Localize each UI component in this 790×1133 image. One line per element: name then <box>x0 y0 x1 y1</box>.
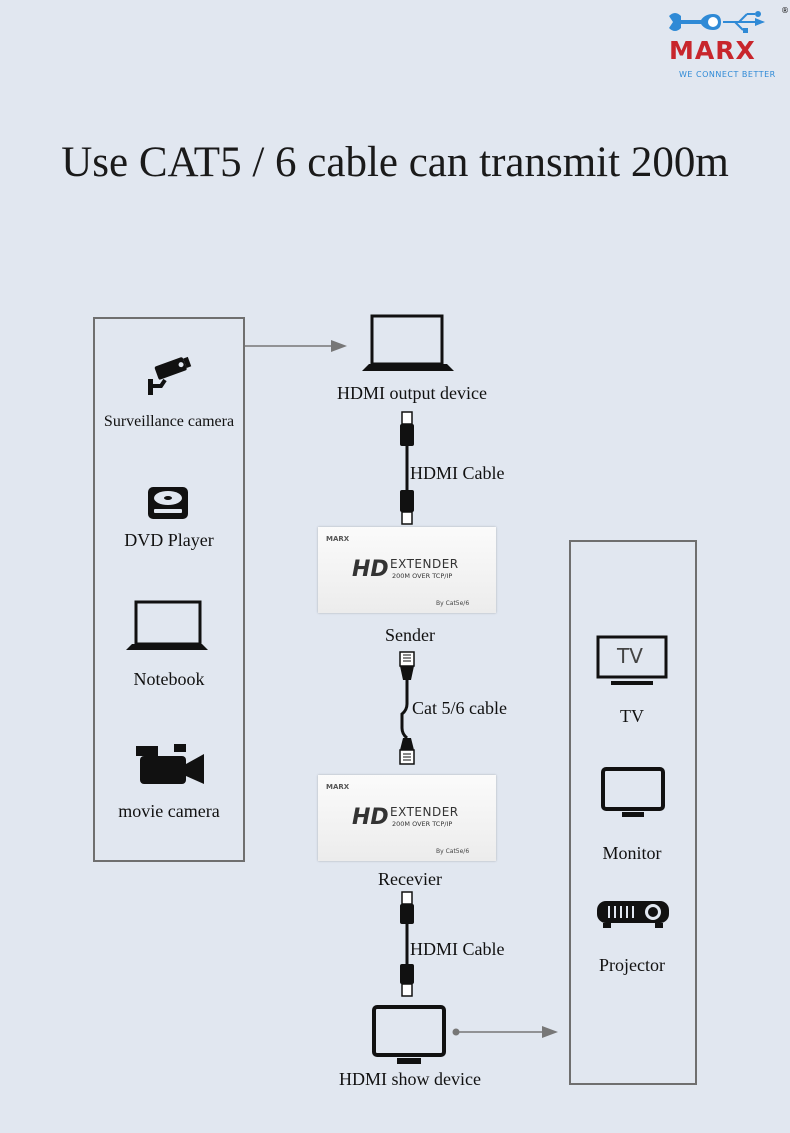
hdmi-cable-icon <box>396 410 418 526</box>
sender-extender-box: MARX HD EXTENDER 200M OVER TCP/IP By Cat… <box>318 527 496 613</box>
show-to-display-arrow <box>452 1024 564 1044</box>
extender-title: EXTENDER <box>390 805 459 819</box>
source-label-surveillance: Surveillance camera <box>103 413 235 430</box>
show-device-label: HDMI show device <box>339 1069 481 1089</box>
registered-mark: ® <box>781 6 789 15</box>
output-device-label: HDMI output device <box>337 383 487 403</box>
output-laptop-icon <box>360 313 456 373</box>
source-to-output-arrow <box>245 338 355 358</box>
display-label-monitor: Monitor <box>602 843 662 863</box>
page-title: Use CAT5 / 6 cable can transmit 200m <box>61 139 729 186</box>
tv-screen-text: TV <box>617 644 643 668</box>
hdmi-cable-label-1: HDMI Cable <box>410 463 505 483</box>
extender-hd-mark: HD <box>352 805 389 830</box>
source-label-notebook: Notebook <box>133 669 205 689</box>
dvd-player-icon <box>146 485 190 521</box>
extender-by: By Cat5e/6 <box>436 600 470 607</box>
video-camera-icon <box>134 740 206 786</box>
extender-title: EXTENDER <box>390 557 459 571</box>
source-label-movie-camera: movie camera <box>118 801 220 821</box>
brand-tagline: WE CONNECT BETTER <box>679 70 776 79</box>
cctv-camera-icon <box>146 353 192 399</box>
extender-hd-mark: HD <box>352 557 389 582</box>
receiver-label: Recevier <box>378 869 442 889</box>
source-label-dvd: DVD Player <box>124 530 214 550</box>
source-devices-panel <box>93 317 245 862</box>
cat-cable-label: Cat 5/6 cable <box>412 698 507 718</box>
usb-wrench-icon <box>669 11 765 33</box>
extender-brand: MARX <box>326 535 350 543</box>
receiver-extender-box: MARX HD EXTENDER 200M OVER TCP/IP By Cat… <box>318 775 496 861</box>
monitor-icon <box>600 766 666 818</box>
show-device-monitor-icon <box>371 1004 447 1066</box>
display-label-tv: TV <box>620 706 644 726</box>
display-devices-panel <box>569 540 697 1085</box>
extender-subtitle: 200M OVER TCP/IP <box>392 820 453 828</box>
hdmi-cable-label-2: HDMI Cable <box>410 939 505 959</box>
extender-subtitle: 200M OVER TCP/IP <box>392 572 453 580</box>
ethernet-cable-icon <box>396 650 418 766</box>
brand-name: MARX <box>669 36 756 65</box>
tv-icon: TV <box>595 634 669 686</box>
extender-brand: MARX <box>326 783 350 791</box>
brand-logo: ® MARX WE CONNECT BETTER <box>667 6 789 82</box>
hdmi-cable-icon <box>396 890 418 998</box>
display-label-projector: Projector <box>599 955 665 975</box>
projector-icon <box>595 899 671 929</box>
laptop-icon <box>124 599 210 653</box>
sender-label: Sender <box>385 625 435 645</box>
extender-by: By Cat5e/6 <box>436 848 470 855</box>
